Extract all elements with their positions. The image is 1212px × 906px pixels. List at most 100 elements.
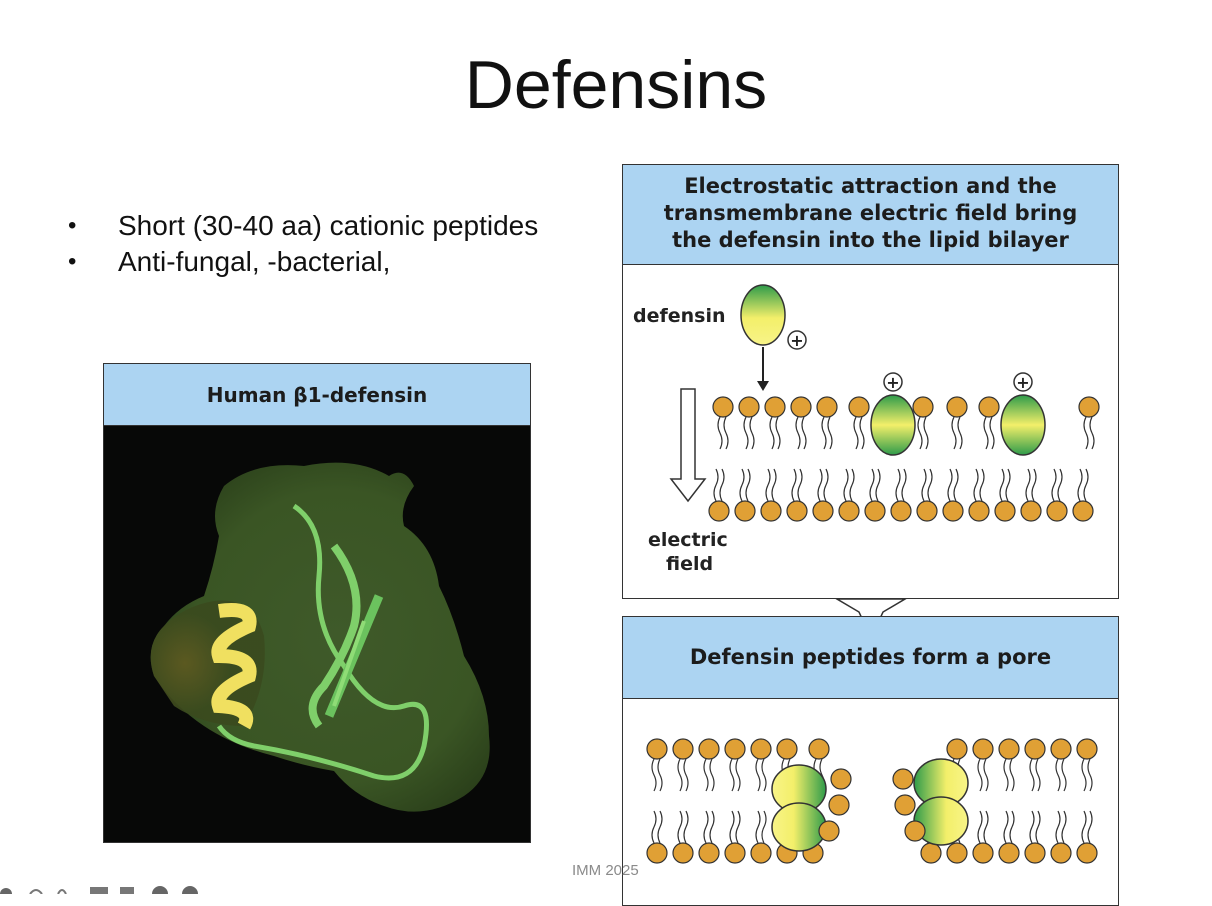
bullet-text: Short (30-40 aa) cationic peptides [118, 210, 539, 241]
lipid-head [786, 500, 808, 522]
lipid-head [672, 738, 694, 760]
lipid-tail [977, 758, 983, 792]
lipid-tail [827, 416, 833, 450]
lipid-tail [755, 758, 761, 792]
lipid-tail [743, 416, 749, 450]
lipid-tail [755, 810, 761, 844]
lipid-tail [921, 468, 927, 502]
charge-symbol: + [790, 331, 803, 350]
lipid-head [672, 842, 694, 864]
lipid-tail [765, 468, 771, 502]
lipid-head [1076, 738, 1098, 760]
toolbar-pointer-icon [57, 889, 67, 894]
lipid-tail [923, 416, 929, 450]
lipid-head [646, 842, 668, 864]
lipid-tail [1003, 810, 1009, 844]
bullet-item: • Short (30-40 aa) cationic peptides [68, 208, 538, 244]
lipid-tail [771, 468, 777, 502]
lipid-tail [875, 468, 881, 502]
lipid-tail [729, 758, 735, 792]
label-field: field [666, 553, 713, 575]
presentation-toolbar[interactable] [0, 882, 210, 894]
toolbar-more-icon [182, 886, 198, 894]
beta-strand-ribbon [216, 503, 429, 781]
lipid-head [864, 500, 886, 522]
lipid-tail [761, 810, 767, 844]
lipid-tail [951, 416, 957, 450]
lipid-tail [859, 416, 865, 450]
lipid-tail [1083, 416, 1089, 450]
toolbar-notes-icon [120, 887, 134, 894]
lipid-tail [957, 416, 963, 450]
lipid-molecules [708, 396, 1100, 522]
lipid-tail [1083, 468, 1089, 502]
lipid-head [894, 794, 916, 816]
lipid-head [698, 842, 720, 864]
lipid-tail [821, 416, 827, 450]
lipid-head [750, 842, 772, 864]
lipid-tail [683, 810, 689, 844]
lipid-tail [683, 758, 689, 792]
lipid-head [946, 396, 968, 418]
lipid-head [912, 396, 934, 418]
lipid-tail [1035, 810, 1041, 844]
lipid-head [724, 842, 746, 864]
bullet-dot-icon: • [68, 212, 77, 239]
lipid-tail [801, 416, 807, 450]
protein-figure-title: Human β1-defensin [104, 364, 530, 426]
footer-text: IMM 2025 [572, 862, 639, 879]
lipid-tail [717, 416, 723, 450]
lipid-head [830, 768, 852, 790]
mechanism-panel-title: Defensin peptides form a pore [623, 617, 1118, 699]
lipid-tail [977, 810, 983, 844]
mechanism-panel-title: Electrostatic attraction and the transme… [623, 165, 1118, 265]
lipid-tail [853, 416, 859, 450]
lipid-head [812, 500, 834, 522]
lipid-tail [735, 758, 741, 792]
electric-field-arrow-icon [669, 388, 707, 503]
protein-structure-image [104, 426, 530, 842]
pore-defensins [771, 758, 969, 852]
lipid-tail [989, 416, 995, 450]
lipid-tail [709, 810, 715, 844]
lipid-head [972, 842, 994, 864]
lipid-head [942, 500, 964, 522]
lipid-head [892, 768, 914, 790]
inserted-defensin [1000, 394, 1046, 456]
lipid-head [1020, 500, 1042, 522]
lipid-head [1024, 842, 1046, 864]
lipid-tail [791, 468, 797, 502]
lipid-tail [1081, 810, 1087, 844]
toolbar-slides-icon [90, 887, 108, 894]
lipid-head [838, 500, 860, 522]
positive-charge-icon [787, 330, 807, 350]
lipid-tail [823, 468, 829, 502]
lipid-tail [1055, 810, 1061, 844]
lipid-head [1072, 500, 1094, 522]
lipid-head [968, 500, 990, 522]
lipid-tail [849, 468, 855, 502]
lipid-tail [843, 468, 849, 502]
lipid-tail [1081, 758, 1087, 792]
bullet-item: •Anti-fungal, -bacterial, [68, 244, 538, 280]
lipid-tail [983, 758, 989, 792]
lipid-head [776, 738, 798, 760]
lipid-tail [1003, 758, 1009, 792]
pore-defensin [771, 802, 827, 852]
title-line: transmembrane electric field bring [663, 201, 1078, 225]
lipid-tail [917, 416, 923, 450]
lipid-tail [657, 758, 663, 792]
lipid-tail [769, 416, 775, 450]
lipid-head [698, 738, 720, 760]
lipid-bilayer-diagram: defensin + electric field ++ [633, 284, 1100, 575]
lipid-tail [749, 416, 755, 450]
charge-symbol: + [886, 373, 899, 392]
lipid-tail [983, 810, 989, 844]
lipid-head [764, 396, 786, 418]
free-defensin-peptide [740, 284, 786, 346]
bullet-dot-icon: • [68, 248, 77, 275]
lipid-head [920, 842, 942, 864]
lipid-head [1050, 842, 1072, 864]
lipid-tail [719, 468, 725, 502]
lipid-tail [1051, 468, 1057, 502]
